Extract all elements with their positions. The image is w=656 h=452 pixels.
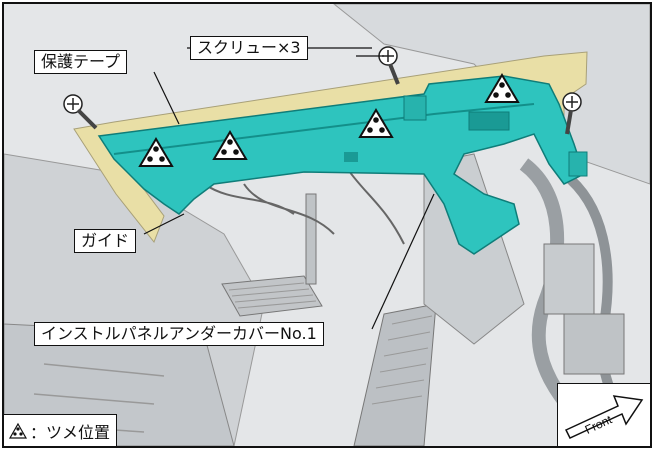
claw-position-marker-icon	[484, 73, 520, 103]
claw-position-marker-icon	[358, 108, 394, 138]
claw-position-marker-icon	[212, 130, 248, 160]
illustration-frame: スクリュー×3 保護テープ ガイド インストルパネルアンダーカバーNo.1 ：ツ…	[2, 2, 652, 448]
dashboard-illustration	[4, 4, 650, 446]
legend-text: ：ツメ位置	[30, 423, 111, 442]
part-name-label: インストルパネルアンダーカバーNo.1	[34, 322, 324, 346]
legend: ：ツメ位置	[4, 414, 118, 446]
screw-icon	[562, 92, 582, 135]
front-direction-arrow-icon: Front	[564, 395, 644, 439]
claw-position-marker-icon	[138, 137, 174, 167]
screw-icon	[63, 94, 98, 130]
screw-label: スクリュー×3	[190, 36, 308, 60]
front-indicator: Front	[557, 383, 650, 446]
protective-tape-label: 保護テープ	[34, 50, 128, 74]
claw-position-marker-icon	[8, 422, 28, 439]
guide-label: ガイド	[74, 229, 137, 253]
